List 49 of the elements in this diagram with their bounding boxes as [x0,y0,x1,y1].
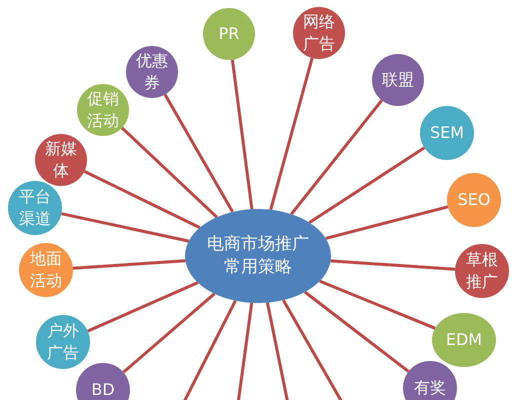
connector-line [84,170,200,229]
node-label: EDM [446,329,482,351]
circle-node [372,54,424,106]
circle-node [126,46,178,98]
node-label: SEM [430,122,464,144]
connector-line [325,205,448,240]
node-label: 新媒体 [45,138,77,182]
circle-node [432,313,496,367]
circle-node [77,84,129,136]
node-label: 促销活动 [87,88,119,132]
node-label: PR [218,23,240,45]
node-label: 户外广告 [47,320,79,364]
connector-line [319,280,436,330]
connector-line [290,99,383,216]
circle-node [8,181,62,235]
node-label: 有奖 [414,377,446,399]
node-label: BD [91,379,115,400]
connector-line [269,58,314,210]
connector-line [120,126,218,218]
circle-node [19,243,73,297]
connector-line [304,290,410,373]
node-label: SEO [458,189,490,211]
node-label: 联盟 [382,69,414,91]
connector-line [182,300,237,400]
circle-node [420,106,474,160]
connector-line [122,292,216,374]
circle-node [293,7,345,59]
circle-node [455,244,509,298]
connector-line [164,94,234,213]
node-label: 平台渠道 [19,186,51,230]
circle-node [447,173,501,227]
node-label: 草根推广 [466,249,498,293]
connector-line [308,146,426,224]
connector-line [61,212,190,243]
node-label: 地面活动 [30,248,62,292]
circle-node [36,315,90,369]
node-label: 优惠券 [136,50,168,94]
connector-line [230,60,254,210]
connector-line [330,259,456,271]
node-label: 电商市场推广常用策略 [207,233,309,279]
connector-line [236,302,254,400]
circle-node [203,8,255,60]
node-label: 网络广告 [303,11,335,55]
circle-node [35,134,87,186]
connector-line [266,302,290,400]
circle-node [403,361,457,400]
connector-line [87,281,198,332]
connector-line [282,299,344,400]
connector-line [72,259,186,270]
